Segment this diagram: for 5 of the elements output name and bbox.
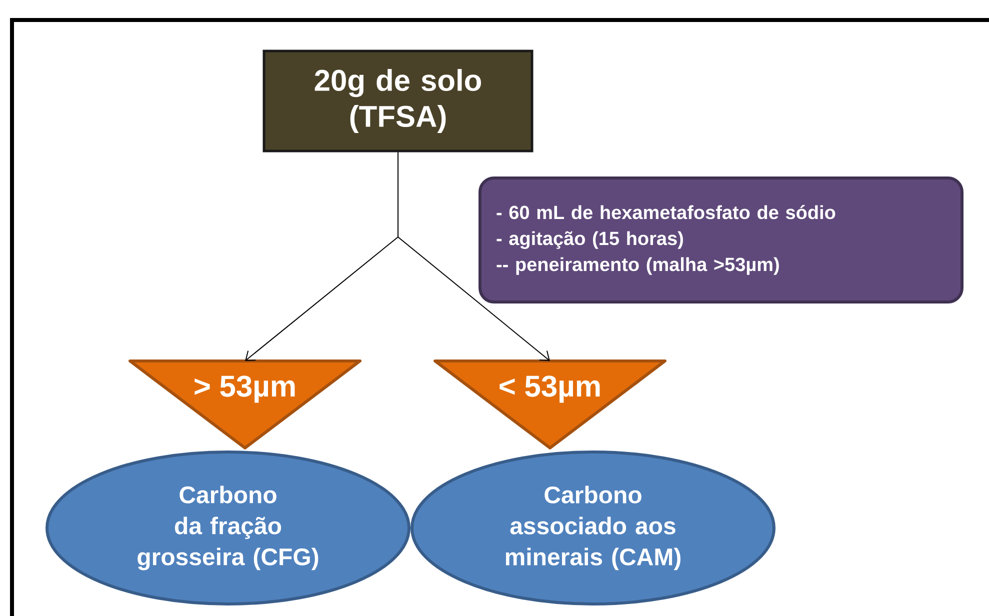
triangle: > 53µm [128, 359, 362, 450]
arrow [398, 152, 550, 361]
triangle: < 53µm [434, 359, 666, 450]
sample-box: 20g de solo (TFSA) [262, 50, 534, 152]
note-box: - 60 mL de hexametafosfato de sódio - agitação (15 horas) -- peneiramento (malha >53µm) [478, 176, 964, 304]
